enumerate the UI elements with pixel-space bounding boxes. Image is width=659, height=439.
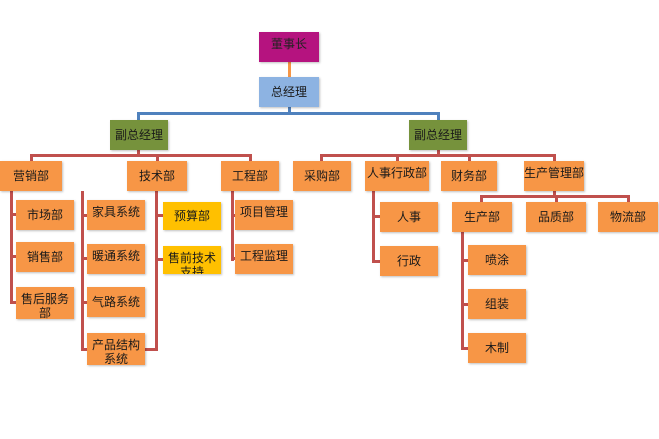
connector-line [288,62,291,77]
org-node-production: 生产部 [452,202,512,232]
connector-line [137,112,440,115]
connector-line [231,191,234,261]
org-node-hr: 人事 [380,202,438,232]
connector-line [10,255,18,258]
connector-line [461,303,470,306]
connector-line [81,348,89,351]
connector-line [157,258,165,261]
connector-line [372,191,375,263]
org-node-wood: 木制 [468,333,526,363]
connector-line [81,257,89,260]
org-node-dgm2: 副总经理 [409,120,467,150]
connector-line [137,150,140,155]
org-node-ceo: 董事长 [259,32,319,62]
connector-line [30,154,251,157]
org-node-aftersales: 售后服务部 [16,287,74,319]
connector-line [288,107,291,114]
connector-line [249,154,252,161]
connector-line [30,154,33,161]
org-node-spray: 喷涂 [468,245,526,275]
connector-line [555,195,558,202]
connector-line [553,154,556,161]
connector-line [81,301,89,304]
connector-line [10,301,18,304]
connector-line [231,257,237,260]
connector-line [461,232,464,350]
connector-line [145,348,157,351]
connector-line [372,215,382,218]
org-node-finance: 财务部 [441,161,497,191]
org-node-tech: 技术部 [127,161,187,191]
connector-line [155,191,158,351]
connector-line [157,214,165,217]
org-node-quality: 品质部 [526,202,586,232]
connector-line [10,213,18,216]
org-node-gm: 总经理 [259,77,319,107]
org-node-furniture: 家具系统 [87,200,145,230]
connector-line [137,112,140,120]
connector-line [437,112,440,120]
org-node-assembly: 组装 [468,289,526,319]
connector-line [480,195,483,202]
connector-line [461,259,470,262]
org-node-sales: 营销部 [0,161,62,191]
org-node-eng: 工程部 [221,161,279,191]
org-node-salesdept: 销售部 [16,242,74,272]
org-node-budget: 预算部 [163,202,221,230]
org-node-hvac: 暖通系统 [87,244,145,274]
org-node-admin: 行政 [380,246,438,276]
org-node-dgm1: 副总经理 [110,120,168,150]
connector-line [396,154,399,161]
connector-line [231,214,237,217]
connector-line [627,195,630,202]
connector-line [372,260,382,263]
connector-line [461,347,470,350]
org-node-gas: 气路系统 [87,287,145,317]
connector-line [553,191,556,196]
org-node-prodmgmt: 生产管理部 [524,161,584,191]
connector-line [156,154,159,161]
org-node-presales: 售前技术支持 [163,246,221,274]
org-node-hradmin: 人事行政部 [365,161,429,191]
org-node-logistics: 物流部 [598,202,658,232]
org-node-pm: 项目管理 [235,200,293,230]
connector-line [468,154,471,161]
connector-line [81,191,84,351]
connector-line [437,150,440,155]
connector-line [320,154,556,157]
org-node-product: 产品结构系统 [87,333,145,365]
org-node-supervision: 工程监理 [235,244,293,274]
connector-line [320,154,323,161]
org-node-market: 市场部 [16,200,74,230]
connector-line [10,191,13,303]
org-node-purchase: 采购部 [293,161,351,191]
connector-line [81,214,89,217]
